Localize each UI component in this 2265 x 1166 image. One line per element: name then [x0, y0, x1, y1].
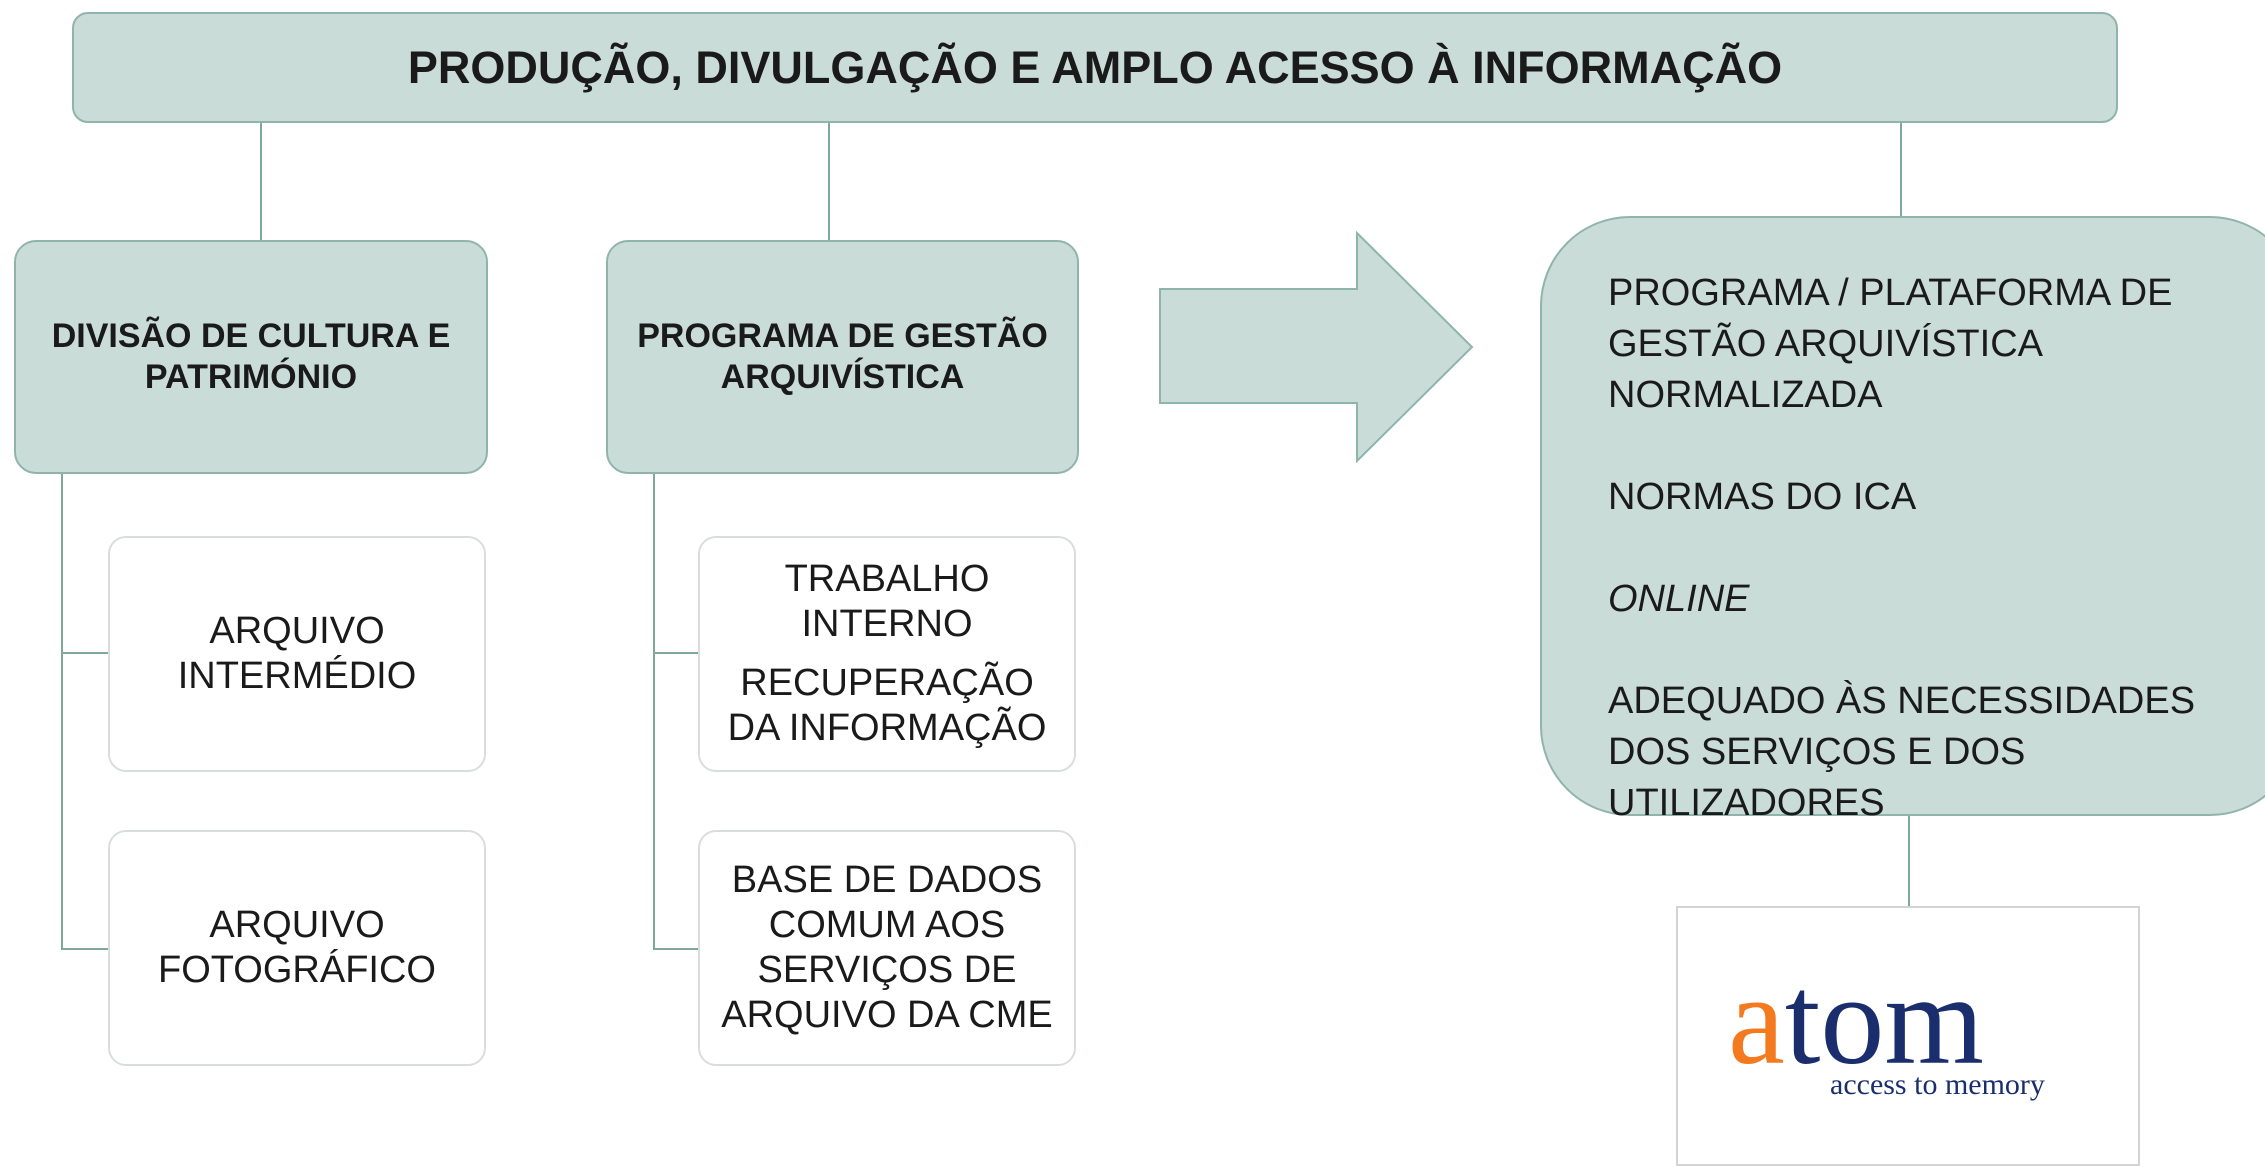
branch2-stub-1 [653, 652, 698, 654]
connector-title-branch2 [828, 123, 830, 240]
branch-heading-gestao: PROGRAMA DE GESTÃO ARQUIVÍSTICA [606, 240, 1079, 474]
connector-title-result [1900, 123, 1902, 216]
result-box: PROGRAMA / PLATAFORMA DE GESTÃO ARQUIVÍS… [1540, 216, 2265, 824]
branch1-stub-1 [61, 652, 108, 654]
branch1-stub-2 [61, 948, 108, 950]
atom-logo-wordmark: atom [1728, 949, 1984, 1091]
node-text: ARQUIVO FOTOGRÁFICO [158, 904, 436, 991]
atom-logo-tagline: access to memory [1830, 1068, 2045, 1101]
branch1-vertical-line [61, 474, 63, 950]
node-text: TRABALHO INTERNO RECUPERAÇÃO DA INFORMAÇ… [727, 558, 1047, 749]
node-text: BASE DE DADOS COMUM AOS SERVIÇOS DE ARQU… [721, 859, 1053, 1036]
branch2-vertical-line [653, 474, 655, 950]
branch2-stub-2 [653, 948, 698, 950]
title-text: PRODUÇÃO, DIVULGAÇÃO E AMPLO ACESSO À IN… [407, 41, 1783, 93]
right-arrow-icon [1159, 230, 1474, 464]
result-line-online: ONLINE [1608, 578, 1750, 620]
result-line-platform: PROGRAMA / PLATAFORMA DE GESTÃO ARQUIVÍS… [1608, 272, 2173, 416]
branch-heading-text: DIVISÃO DE CULTURA E PATRIMÓNIO [51, 317, 451, 396]
result-line-normas: NORMAS DO ICA [1608, 476, 1917, 518]
branch-heading-cultura: DIVISÃO DE CULTURA E PATRIMÓNIO [14, 240, 488, 474]
node-arquivo-intermedio: ARQUIVO INTERMÉDIO [108, 536, 486, 772]
connector-title-branch1 [260, 123, 262, 240]
node-base-de-dados: BASE DE DADOS COMUM AOS SERVIÇOS DE ARQU… [698, 830, 1076, 1066]
node-text: ARQUIVO INTERMÉDIO [177, 610, 417, 697]
connector-result-logo [1908, 816, 1910, 906]
branch-heading-text: PROGRAMA DE GESTÃO ARQUIVÍSTICA [637, 317, 1048, 396]
node-arquivo-fotografico: ARQUIVO FOTOGRÁFICO [108, 830, 486, 1066]
atom-logo: atom access to memory [1676, 906, 2140, 1166]
title-box: PRODUÇÃO, DIVULGAÇÃO E AMPLO ACESSO À IN… [72, 12, 2118, 123]
result-line-adequado: ADEQUADO ÀS NECESSIDADES DOS SERVIÇOS E … [1608, 680, 2196, 824]
node-trabalho-interno: TRABALHO INTERNO RECUPERAÇÃO DA INFORMAÇ… [698, 536, 1076, 772]
